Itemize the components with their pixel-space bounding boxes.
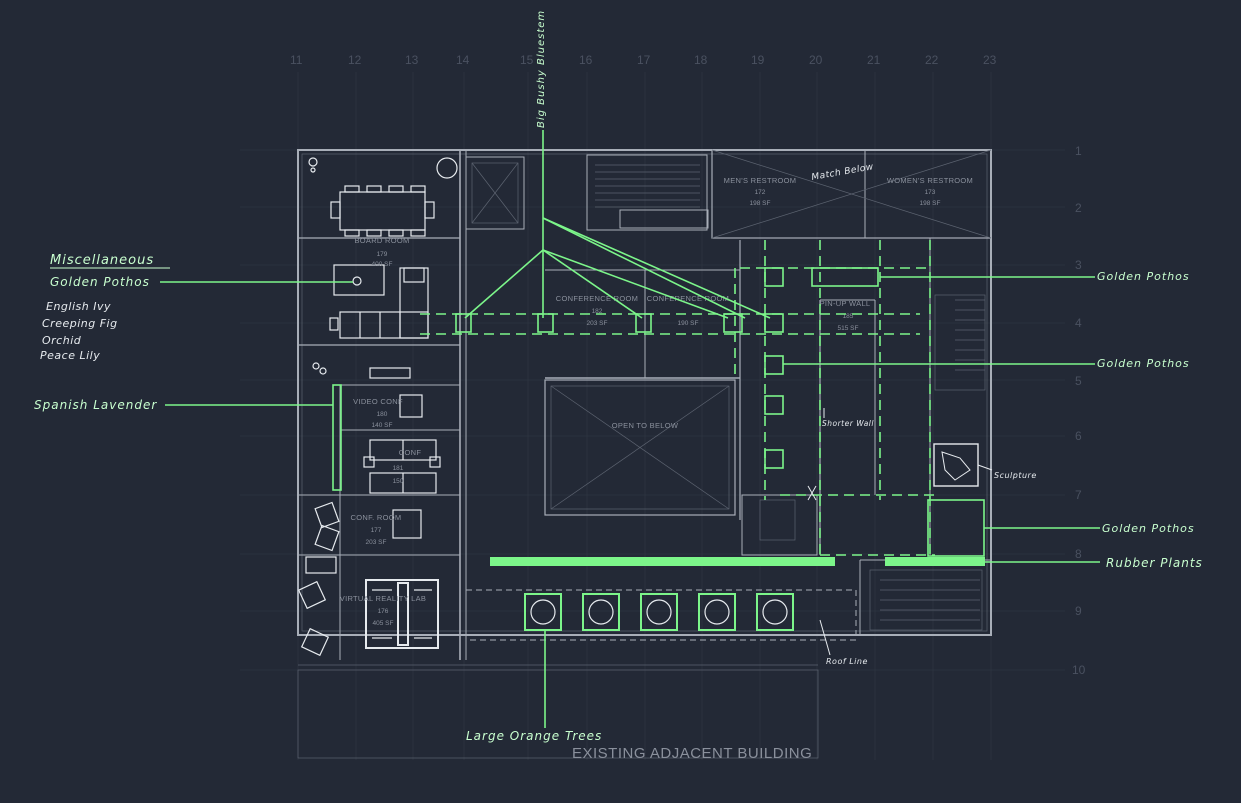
- big-bluestem-note: Big Bushy Bluestem: [536, 10, 547, 128]
- pin-up-wall-area: 515 SF: [838, 325, 859, 332]
- rubber-plant-bar-right: [885, 557, 985, 566]
- grid-row-1: 1: [1075, 144, 1082, 158]
- grid-row-2: 2: [1075, 201, 1082, 215]
- rubber-plants-note: Rubber Plants: [1106, 556, 1203, 570]
- video-conf-area: 140 SF: [372, 422, 393, 429]
- grid-row-6: 6: [1075, 429, 1082, 443]
- board-room-area: 400 SF: [372, 261, 393, 268]
- mens-restroom-area: 198 SF: [750, 200, 771, 207]
- existing-building-label: EXISTING ADJACENT BUILDING: [572, 745, 812, 762]
- grid-row-3: 3: [1075, 258, 1082, 272]
- planting-overlays: [332, 240, 985, 631]
- annotations: Miscellaneous Golden Pothos English Ivy …: [34, 10, 1203, 743]
- grid-row-9: 9: [1075, 604, 1082, 618]
- grid-col-16: 16: [579, 53, 593, 67]
- room-labels: BOARD ROOM 179 400 SF MEN'S RESTROOM 172…: [340, 176, 973, 627]
- conf-room-low-label: CONF. ROOM: [351, 513, 402, 522]
- grid-col-14: 14: [456, 53, 470, 67]
- misc-item-2: English Ivy: [46, 300, 111, 313]
- conf-room-low-number: 177: [371, 527, 382, 534]
- grid-row-labels: 1 2 3 4 5 6 7 8 9 10: [1072, 144, 1086, 677]
- womens-restroom-number: 173: [925, 189, 936, 196]
- open-to-below-label: OPEN TO BELOW: [612, 421, 679, 430]
- misc-item-4: Orchid: [42, 334, 82, 347]
- grid-row-10: 10: [1072, 663, 1086, 677]
- conference-room-a-area: 203 SF: [587, 320, 608, 327]
- conference-room-b-label: CONFERENCE ROOM: [647, 294, 729, 303]
- grid-col-13: 13: [405, 53, 419, 67]
- orange-trees-note: Large Orange Trees: [466, 729, 602, 743]
- rubber-plant-bar-left: [490, 557, 835, 566]
- vr-lab-area: 405 SF: [373, 620, 394, 627]
- conf-room-low-area: 203 SF: [366, 539, 387, 546]
- conf-mid-label: CONF: [399, 448, 422, 457]
- sculpture-note: Sculpture: [994, 471, 1037, 480]
- board-room-number: 179: [377, 251, 388, 258]
- grid-column-labels: 11 12 13 14 15 16 17 18 19 20 21 22 23: [290, 53, 997, 67]
- board-room-label: BOARD ROOM: [354, 236, 409, 245]
- grid-col-23: 23: [983, 53, 997, 67]
- grid-col-11: 11: [290, 53, 303, 67]
- conf-mid-number: 181: [393, 465, 404, 472]
- grid-col-18: 18: [694, 53, 708, 67]
- golden-pothos-note-2: Golden Pothos: [1097, 357, 1190, 370]
- grid-row-8: 8: [1075, 547, 1082, 561]
- grid-row-5: 5: [1075, 374, 1082, 388]
- furniture: [297, 157, 458, 657]
- pin-up-wall-number: 185: [843, 313, 854, 320]
- video-conf-label: VIDEO CONF: [353, 397, 403, 406]
- pin-up-wall-label: PIN-UP WALL: [820, 299, 871, 308]
- video-conf-number: 180: [377, 411, 388, 418]
- conference-room-a-label: CONFERENCE ROOM: [556, 294, 638, 303]
- vr-lab-label: VIRTUAL REALITY LAB: [340, 594, 426, 603]
- misc-item-1: Golden Pothos: [50, 275, 150, 289]
- leader-lines: [160, 130, 1100, 728]
- womens-restroom-area: 198 SF: [920, 200, 941, 207]
- grid-row-4: 4: [1075, 316, 1082, 330]
- roof-line-note: Roof Line: [826, 657, 868, 666]
- golden-pothos-note-1: Golden Pothos: [1097, 270, 1190, 283]
- conference-room-b-area: 190 SF: [678, 320, 699, 327]
- grid-col-12: 12: [348, 53, 362, 67]
- mens-restroom-number: 172: [755, 189, 766, 196]
- grid-col-15: 15: [520, 53, 534, 67]
- grid-col-22: 22: [925, 53, 939, 67]
- grid-col-21: 21: [867, 53, 881, 67]
- mens-restroom-label: MEN'S RESTROOM: [724, 176, 797, 185]
- grid-row-7: 7: [1075, 488, 1082, 502]
- misc-title: Miscellaneous: [50, 253, 154, 268]
- spanish-lavender-note: Spanish Lavender: [34, 398, 157, 412]
- conf-mid-area: 150: [393, 478, 404, 485]
- vr-lab-number: 176: [378, 608, 389, 615]
- misc-item-3: Creeping Fig: [42, 317, 118, 330]
- grid-col-20: 20: [809, 53, 823, 67]
- grid-col-17: 17: [637, 53, 651, 67]
- misc-item-5: Peace Lily: [40, 349, 100, 362]
- grid-col-19: 19: [751, 53, 765, 67]
- conference-room-a-number: 182: [592, 308, 603, 315]
- golden-pothos-note-3: Golden Pothos: [1102, 522, 1195, 535]
- shorter-wall-note: Shorter Wall: [822, 419, 874, 428]
- womens-restroom-label: WOMEN'S RESTROOM: [887, 176, 973, 185]
